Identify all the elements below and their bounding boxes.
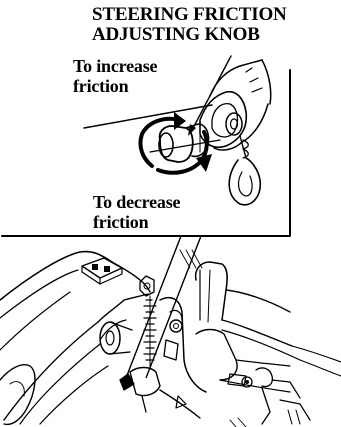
hatching — [180, 250, 246, 427]
outboard-main-drawing — [0, 250, 341, 427]
increase-label-line2: friction — [73, 77, 128, 95]
mount-frame — [196, 262, 341, 424]
callout-title-line1: STEERING FRICTION — [92, 5, 287, 24]
tiller-handle — [0, 251, 112, 424]
decrease-label-line1: To decrease — [93, 193, 180, 211]
callout-title-line2: ADJUSTING KNOB — [92, 25, 260, 44]
indicator-panel — [82, 258, 122, 284]
throttle-collar — [100, 322, 132, 354]
spring-cable — [229, 136, 260, 205]
increase-label-line1: To increase — [73, 57, 157, 75]
decrease-label-line2: friction — [93, 213, 148, 231]
swivel-bracket — [160, 298, 206, 418]
rotation-arrows — [140, 112, 212, 173]
